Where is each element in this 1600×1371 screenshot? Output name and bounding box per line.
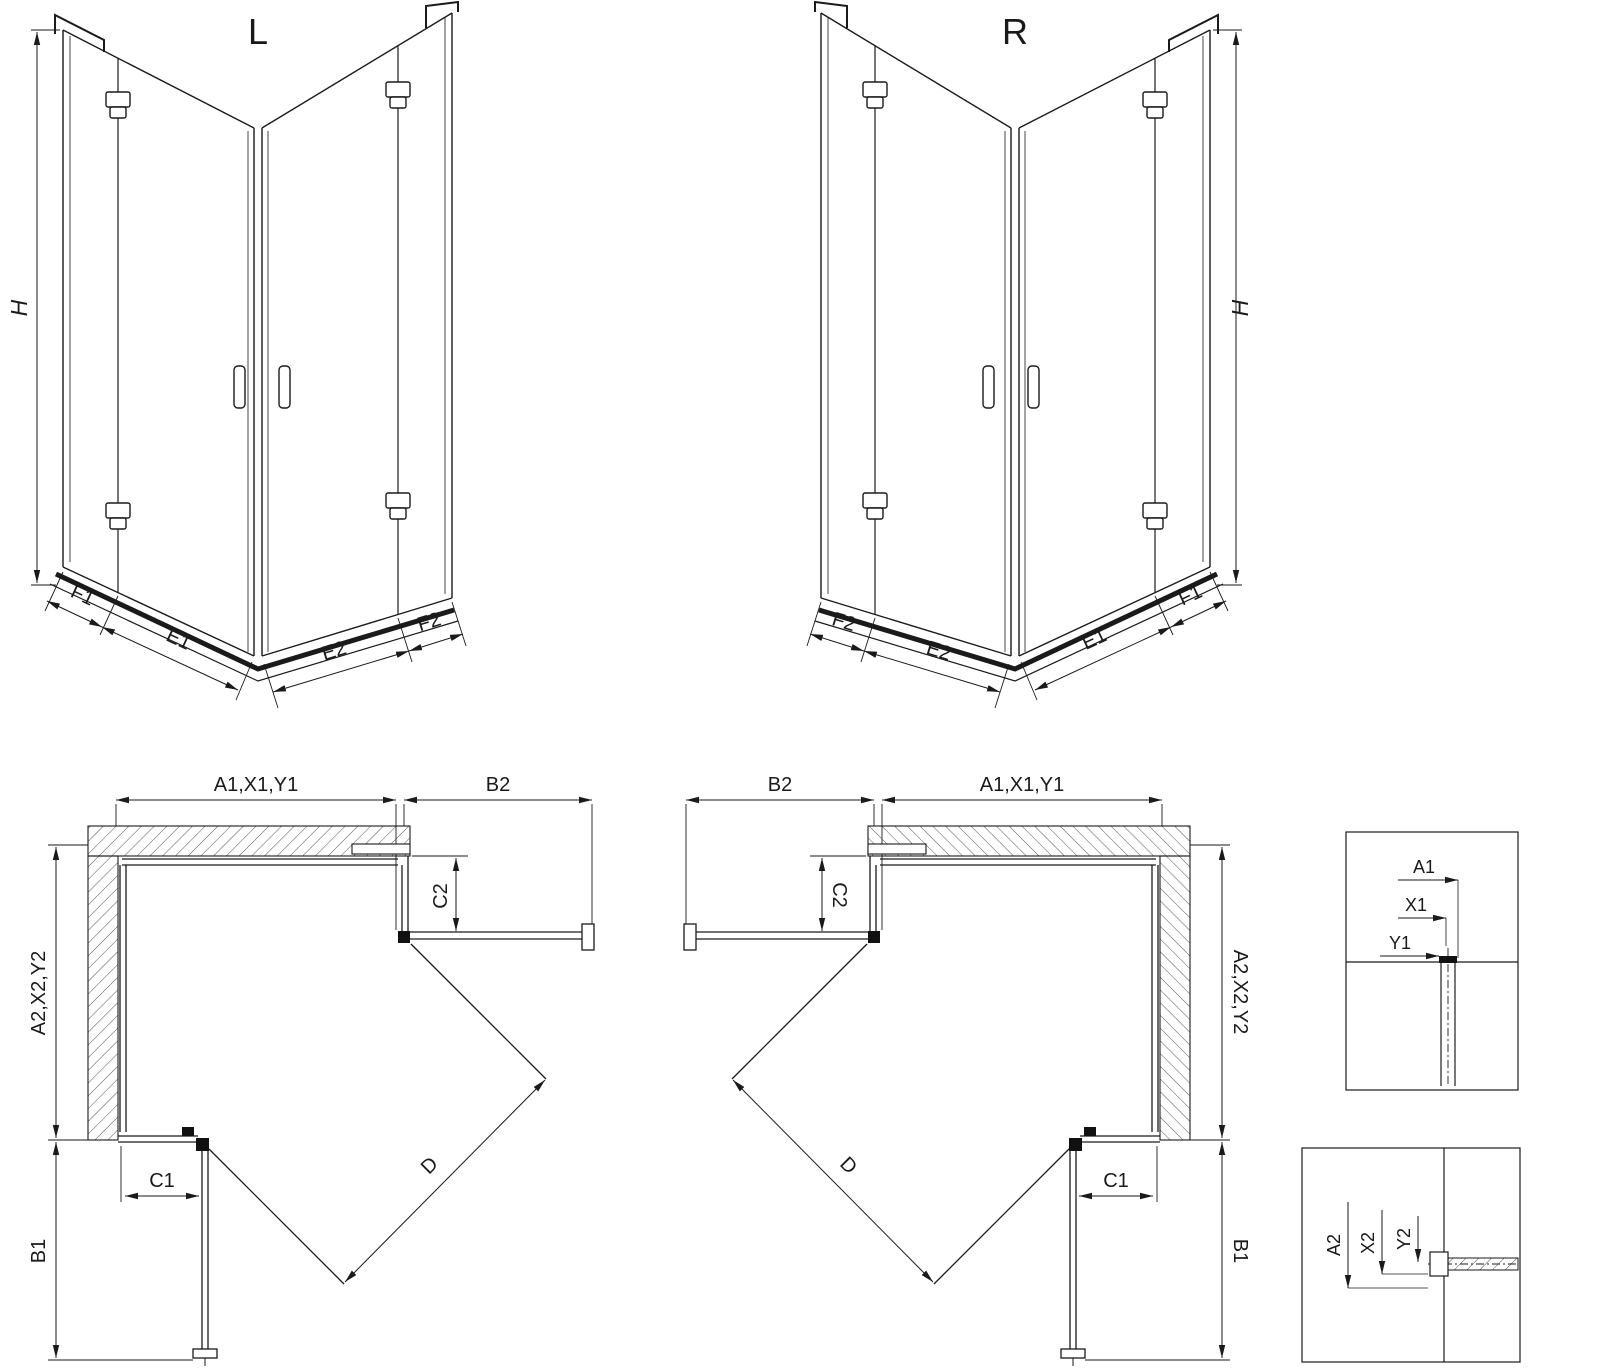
plan-left-dim-b2: B2 [486,774,510,796]
plan-left-dim-a1x1y1: A1,X1,Y1 [214,774,299,796]
plan-right-dim-a2x2y2: A2,X2,Y2 [1229,950,1251,1035]
detail-top-frame [1345,831,1519,1091]
plan-right-dim-c2: C2 [828,882,850,908]
detail-bottom-dim-a2: A2 [1324,1234,1344,1256]
plan-right-dim-b1: B1 [1229,1239,1251,1263]
iso-view-right: R H F2 E2 E1 F1 [807,2,1253,708]
plan-right-dim-b2: B2 [768,774,792,796]
plan-view-right: B2 A1,X1,Y1 C2 A2,X2,Y2 C1 B1 D [684,774,1251,1366]
detail-top-dim-y1: Y1 [1389,933,1411,953]
iso-right-title: R [1002,11,1028,52]
detail-top-dim-a1: A1 [1413,857,1435,877]
plan-left-dim-d: D [417,1153,443,1179]
plan-right-dim-a1x1y1: A1,X1,Y1 [980,774,1065,796]
plan-left-dim-b1: B1 [28,1239,50,1263]
plan-left-dim-c1: C1 [149,1170,175,1192]
plan-left-dim-a2x2y2: A2,X2,Y2 [28,951,50,1036]
detail-top-dim-x1: X1 [1405,895,1427,915]
iso-left-dim-h: H [6,299,32,316]
iso-left-dim-f1: F1 [67,581,97,611]
iso-right-dim-f2: F2 [829,608,858,636]
plan-left-dim-c2: C2 [430,883,452,909]
plan-view-left: A1,X1,Y1 B2 C2 A2,X2,Y2 C1 B1 D [28,774,594,1366]
detail-bottom-frame [1301,1147,1521,1363]
detail-bottom-dim-y2: Y2 [1394,1228,1414,1250]
detail-bottom-dim-x2: X2 [1358,1232,1378,1254]
detail-box-bottom: A2 X2 Y2 [1301,1147,1521,1363]
iso-left-title: L [248,11,268,52]
plan-right-dim-d: D [835,1153,861,1179]
iso-right-dim-f1: F1 [1175,581,1205,611]
detail-box-top: A1 X1 Y1 [1345,831,1519,1091]
plan-right-dim-c1: C1 [1103,1170,1129,1192]
iso-view-left: L H F1 E1 E2 F2 [6,2,466,708]
iso-right-dim-h: H [1227,299,1253,316]
